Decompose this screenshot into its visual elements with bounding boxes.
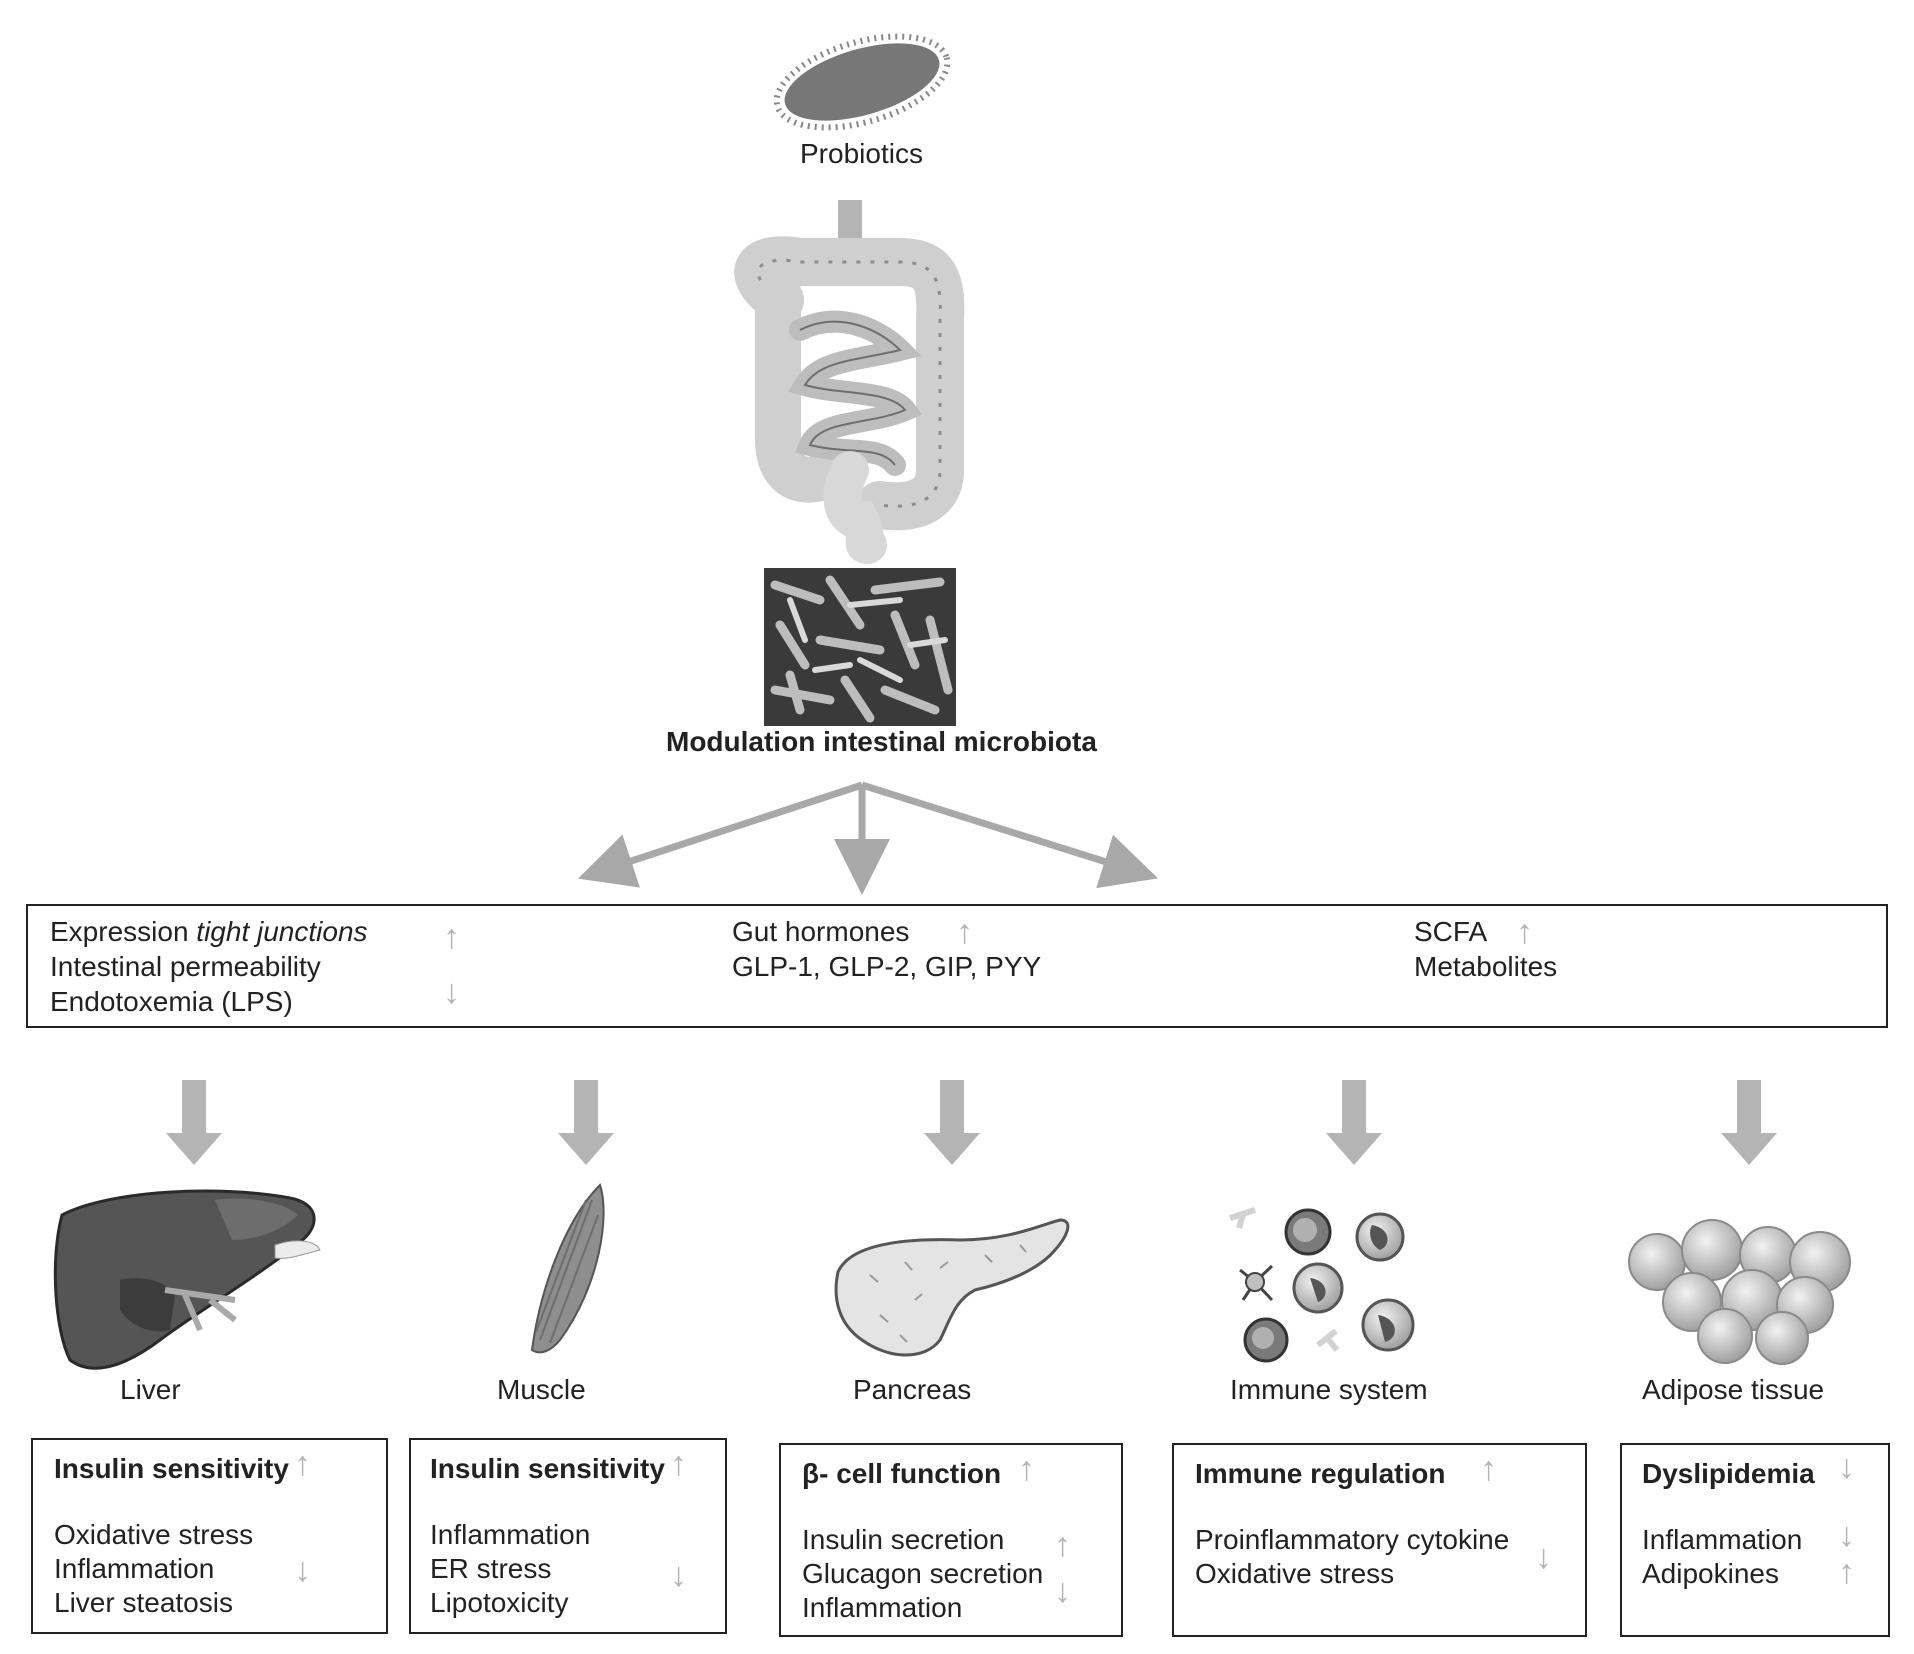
expression-text: Expression [50,916,197,947]
tight-junctions-text: tight junctions [196,916,368,947]
endotoxemia-text: Endotoxemia (LPS) [50,986,293,1017]
liver-item: Oxidative stress [54,1519,254,1550]
immune-item: Oxidative stress [1195,1558,1395,1589]
organ-down-arrows [166,1080,1777,1165]
arrow-up-icon: ↑ [1018,1450,1035,1488]
adipose-cells-icon [1628,1219,1851,1365]
pancreas-item: Glucagon secretion [802,1558,1044,1589]
arrow-up-icon: ↑ [1838,1553,1855,1591]
muscle-item: ER stress [430,1553,552,1584]
pancreas-icon [834,1218,1070,1357]
mechanisms-box [26,904,1888,1028]
immune-system-label: Immune system [1230,1374,1428,1405]
arrow-down-icon: ↓ [1838,1448,1855,1486]
arrow-down-icon: ↓ [1054,1572,1071,1610]
adipose-effects-box [1620,1443,1890,1637]
arrow-up-icon: ↑ [670,1445,687,1483]
arrow-down-icon: ↓ [1535,1538,1552,1576]
arrow-up-icon: ↑ [1480,1450,1497,1488]
muscle-item: Lipotoxicity [430,1587,569,1618]
pancreas-effects-box [779,1443,1123,1637]
pancreas-heading: β- cell function [802,1458,1002,1489]
liver-effects-box [31,1438,388,1634]
hormones-list-text: GLP-1, GLP-2, GIP, PYY [732,951,1042,982]
intestine-icon [734,236,965,564]
liver-heading: Insulin sensitivity [54,1453,289,1484]
modulation-label: Modulation intestinal microbiota [666,726,1097,757]
arrow-up-icon: ↑ [294,1445,311,1483]
arrow-up-icon: ↑ [1054,1526,1071,1564]
liver-item: Liver steatosis [54,1587,233,1618]
muscle-item: Inflammation [430,1519,591,1550]
pancreas-item: Insulin secretion [802,1524,1005,1555]
adipose-item: Adipokines [1642,1558,1779,1589]
intestinal-permeability-text: Intestinal permeability [50,951,321,982]
arrow-down-icon: ↓ [443,973,460,1011]
diverging-arrows [578,781,1159,895]
immune-cells-icon [1229,1207,1415,1363]
pancreas-item: Inflammation [802,1592,963,1623]
scfa-text: SCFA [1414,916,1488,947]
arrow-up-icon: ↑ [443,918,460,956]
liver-label: Liver [120,1374,181,1405]
muscle-label: Muscle [497,1374,586,1405]
immune-effects-box [1172,1443,1587,1637]
metabolites-text: Metabolites [1414,951,1558,982]
arrow-down-icon: ↓ [670,1556,687,1594]
muscle-icon [530,1183,605,1354]
arrow-up-icon: ↑ [956,913,973,951]
gut-hormones-text: Gut hormones [732,916,910,947]
adipose-heading: Dyslipidemia [1642,1458,1815,1489]
muscle-effects-box [409,1438,727,1634]
probiotics-label: Probiotics [800,138,923,169]
probiotic-bacterium-icon [773,33,951,131]
arrow-down-icon: ↓ [1838,1516,1855,1554]
arrow-up-icon: ↑ [1516,913,1533,951]
adipose-item: Inflammation [1642,1524,1803,1555]
immune-item: Proinflammatory cytokine [1195,1524,1510,1555]
microbiota-micrograph [764,568,956,726]
muscle-heading: Insulin sensitivity [430,1453,665,1484]
arrow-down-icon: ↓ [294,1551,311,1589]
liver-icon [53,1189,321,1370]
pancreas-label: Pancreas [853,1374,972,1405]
tight-junctions-line: Expression tight junctions [50,918,368,946]
immune-heading: Immune regulation [1195,1458,1446,1489]
liver-item: Inflammation [54,1553,215,1584]
adipose-tissue-label: Adipose tissue [1642,1374,1825,1405]
